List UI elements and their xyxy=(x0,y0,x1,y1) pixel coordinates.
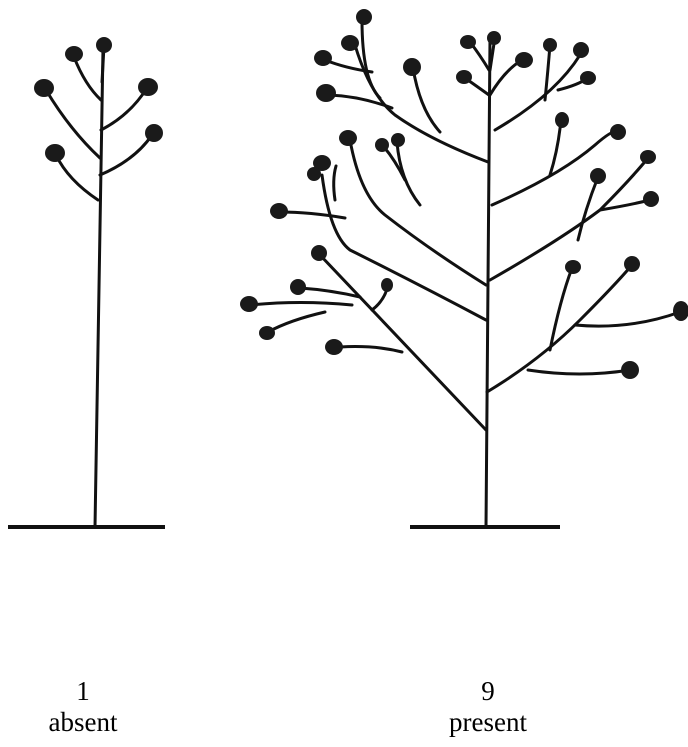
bud xyxy=(290,279,306,295)
bud xyxy=(325,339,343,355)
branch xyxy=(332,164,338,202)
branch xyxy=(360,18,382,100)
bud xyxy=(403,58,421,76)
bud xyxy=(590,168,606,184)
branching-diagram xyxy=(8,9,688,529)
bud xyxy=(375,138,389,152)
score-label: 9 xyxy=(481,676,495,706)
bud xyxy=(307,167,321,181)
bud xyxy=(391,133,405,147)
branch xyxy=(54,153,100,202)
bud xyxy=(34,79,54,97)
main-stem xyxy=(484,36,492,529)
bud xyxy=(515,52,533,68)
bud xyxy=(460,35,476,49)
bud xyxy=(138,78,158,96)
bud xyxy=(311,245,327,261)
bud xyxy=(624,256,640,272)
branch xyxy=(44,88,102,160)
bud xyxy=(573,42,589,58)
bud xyxy=(565,260,581,274)
bud xyxy=(314,50,332,66)
branch xyxy=(266,310,327,334)
branch xyxy=(573,310,682,328)
caption-present: 9 present xyxy=(418,676,558,738)
plant-absent xyxy=(8,37,165,529)
branch xyxy=(548,266,574,352)
score-label: 1 xyxy=(76,676,90,706)
branch xyxy=(320,173,488,322)
bud xyxy=(487,31,501,45)
bud xyxy=(456,70,472,84)
branch xyxy=(488,156,650,282)
branch xyxy=(248,301,354,307)
branch xyxy=(348,138,488,287)
bud xyxy=(673,301,688,321)
bud xyxy=(381,278,393,292)
bud xyxy=(259,326,275,340)
branch xyxy=(72,55,103,102)
bud xyxy=(240,296,258,312)
bud xyxy=(270,203,288,219)
branch xyxy=(318,253,488,432)
main-stem xyxy=(93,46,105,529)
branch xyxy=(526,368,632,376)
state-label: absent xyxy=(48,707,118,737)
branch xyxy=(99,86,149,132)
bud xyxy=(356,9,372,25)
bud xyxy=(543,38,557,52)
bud xyxy=(610,124,626,140)
bud xyxy=(313,155,331,171)
branch xyxy=(488,58,524,97)
bud xyxy=(65,46,83,62)
branch xyxy=(485,263,634,394)
branch xyxy=(576,175,600,242)
bud xyxy=(640,150,656,164)
plant-present xyxy=(240,9,688,529)
bud xyxy=(643,191,659,207)
caption-absent: 1 absent xyxy=(28,676,138,738)
branch xyxy=(278,210,347,220)
bud xyxy=(555,112,569,128)
branch xyxy=(382,145,407,182)
branch xyxy=(338,345,404,354)
bud xyxy=(145,124,163,142)
bud xyxy=(316,84,336,102)
branch xyxy=(411,66,442,134)
bud xyxy=(341,35,359,51)
branch xyxy=(98,133,154,177)
bud xyxy=(96,37,112,53)
state-label: present xyxy=(449,707,527,737)
branch xyxy=(548,118,563,177)
bud xyxy=(621,361,639,379)
branch xyxy=(353,43,490,164)
bud xyxy=(580,71,596,85)
branch xyxy=(490,129,620,207)
bud xyxy=(45,144,65,162)
bud xyxy=(339,130,357,146)
